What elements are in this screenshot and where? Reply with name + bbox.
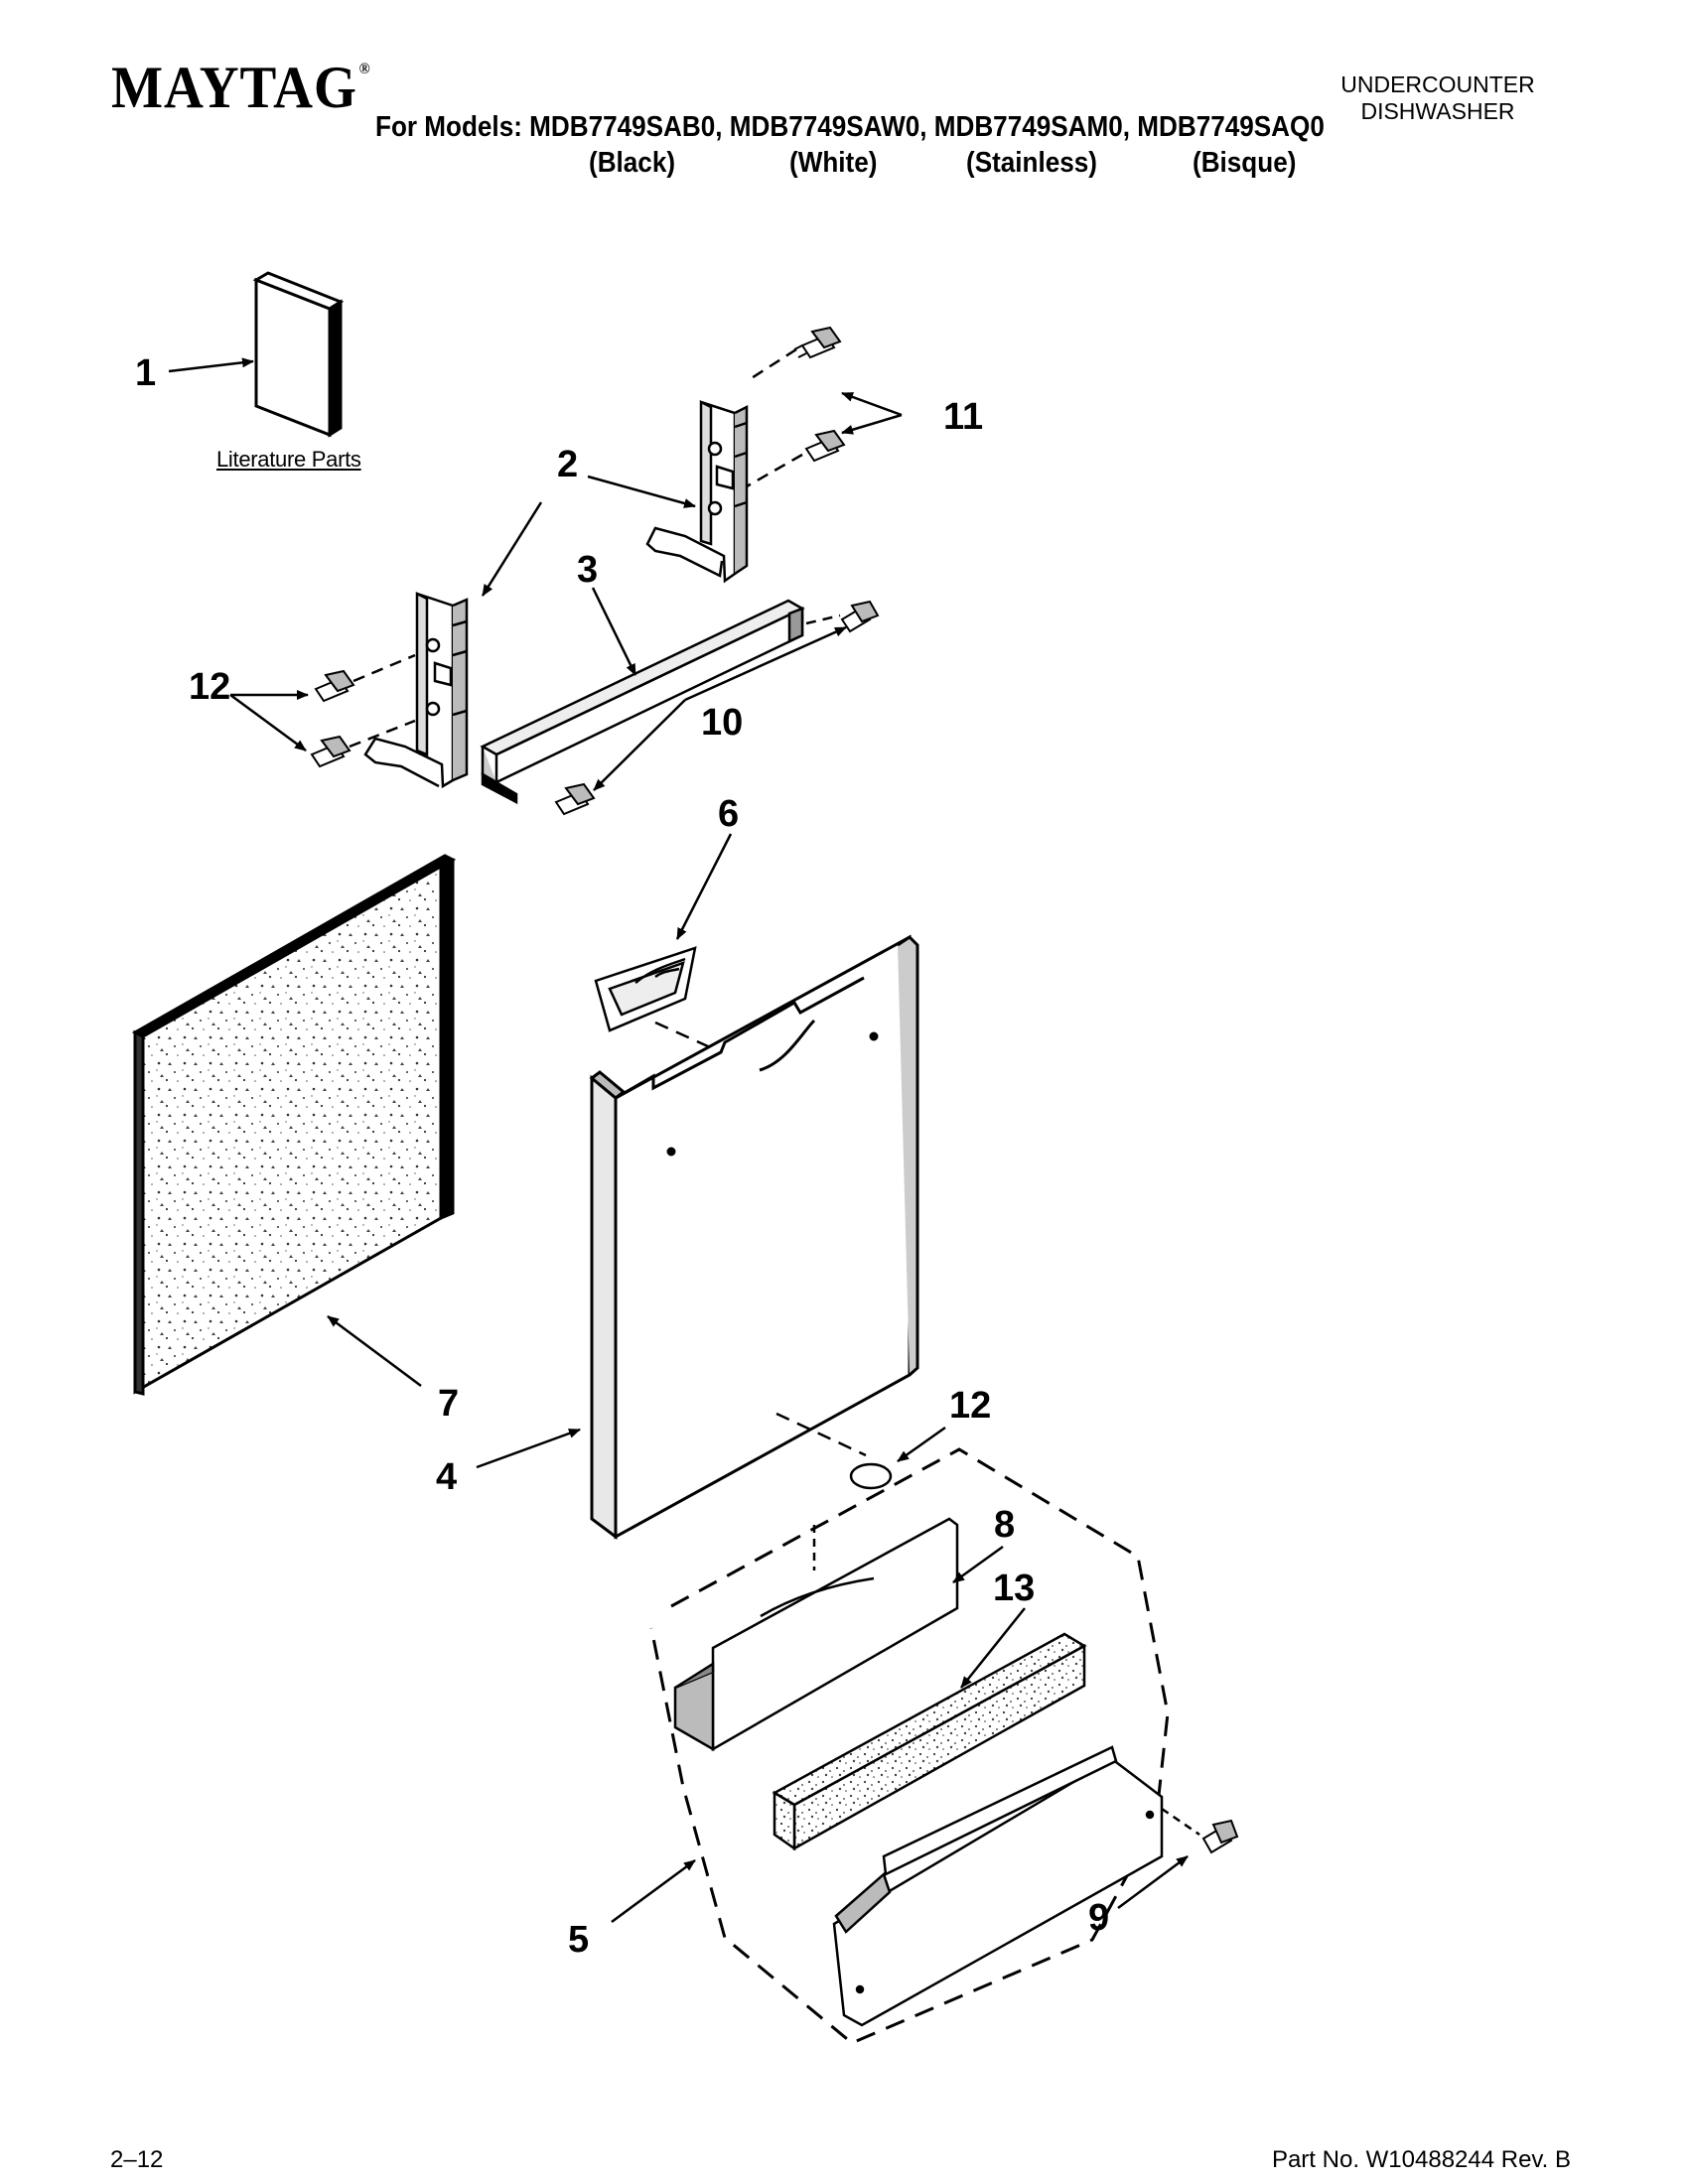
registered-mark: ®: [358, 61, 371, 77]
document-type: UNDERCOUNTER DISHWASHER: [1309, 71, 1567, 125]
screw-9: [1201, 1819, 1239, 1854]
left-hinge-bracket: [363, 591, 469, 789]
foam-block: [772, 1632, 1087, 1851]
callout-11: 11: [943, 396, 983, 438]
screw-10-left: [554, 782, 596, 816]
callout-2: 2: [557, 444, 578, 485]
screw-12-upper: [314, 669, 355, 703]
doc-type-line2: DISHWASHER: [1360, 98, 1515, 124]
door-insulation-panel: [131, 854, 457, 1396]
screw-11-lower: [804, 429, 846, 463]
callout-5: 5: [568, 1919, 589, 1961]
callout-3: 3: [577, 549, 598, 591]
plug-12-center: [849, 1462, 893, 1490]
color-label-black: (Black): [589, 147, 676, 179]
callouts: 1 2 3 4 5 6 7 8 9 10 11 12 12 13: [135, 352, 1109, 1961]
callout-13: 13: [993, 1568, 1035, 1609]
callout-8: 8: [994, 1504, 1015, 1546]
assembly-5-boundary: [649, 1447, 1170, 2045]
outer-door-panel: [589, 934, 919, 1540]
callout-6: 6: [718, 793, 739, 835]
color-label-bisque: (Bisque): [1193, 147, 1297, 179]
color-label-white: (White): [789, 147, 878, 179]
models-line: For Models: MDB7749SAB0, MDB7749SAW0, MD…: [375, 111, 1325, 143]
toe-panel: [832, 1745, 1164, 2027]
doc-type-line1: UNDERCOUNTER: [1340, 71, 1535, 97]
callout-12-center: 12: [949, 1385, 991, 1427]
part-number: Part No. W10488244 Rev. B: [1271, 2146, 1571, 2173]
literature-parts-label: Literature Parts: [216, 447, 361, 472]
callout-9: 9: [1088, 1897, 1109, 1939]
brand-logo: MAYTAG®: [111, 55, 371, 120]
callout-7: 7: [438, 1383, 459, 1425]
screw-11-upper: [793, 326, 842, 359]
callout-10: 10: [701, 702, 743, 744]
literature-book: [252, 271, 345, 438]
screw-12-lower: [310, 735, 352, 768]
page-number: 2–12: [110, 2146, 164, 2173]
leader-lines: [168, 357, 1189, 1924]
door-rail: [480, 599, 805, 805]
callout-12-left: 12: [189, 666, 230, 708]
callout-1: 1: [135, 352, 156, 394]
right-hinge-bracket: [645, 399, 749, 584]
callout-4: 4: [436, 1456, 457, 1498]
handle-cup: [594, 946, 697, 1032]
color-label-stainless: (Stainless): [966, 147, 1098, 179]
control-panel: [673, 1517, 959, 1752]
screw-10-right: [840, 600, 880, 633]
